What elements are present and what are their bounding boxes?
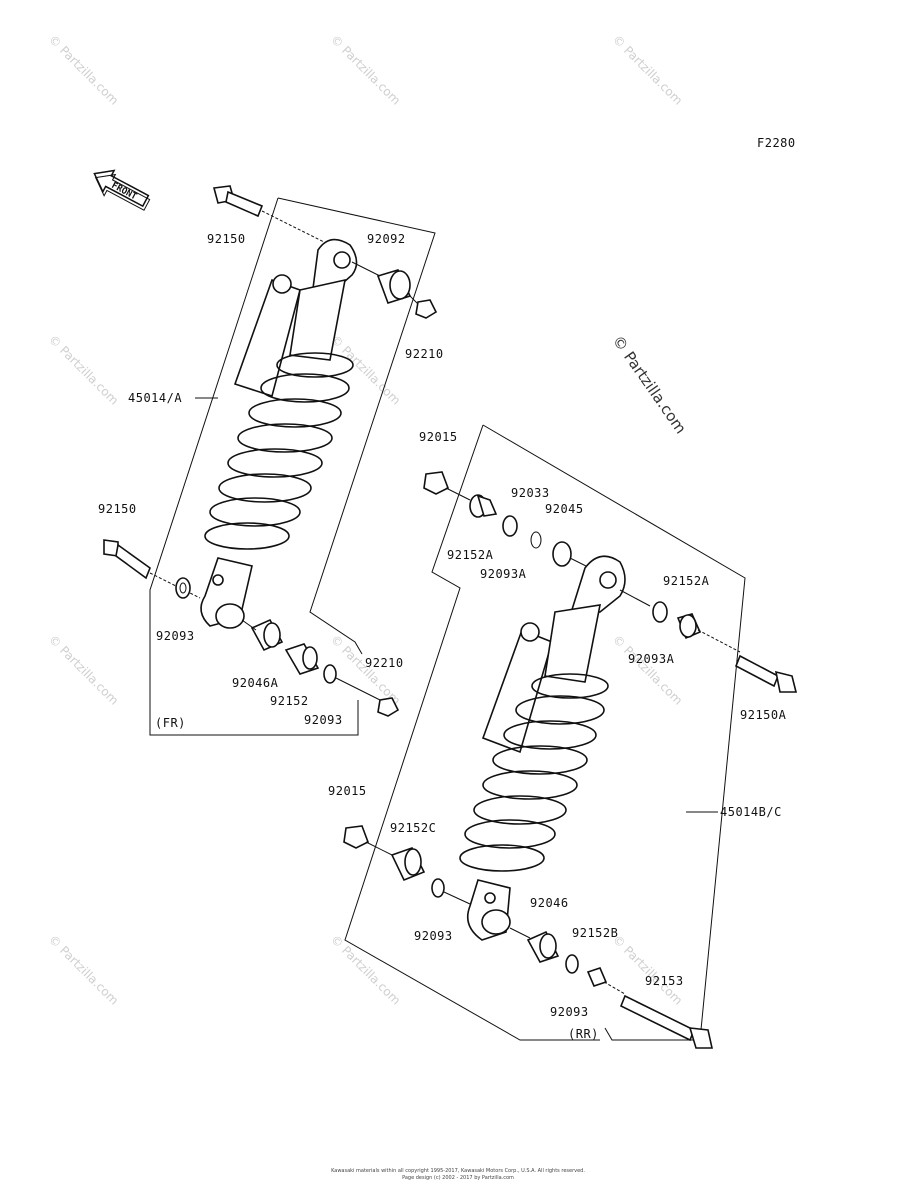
callout-92046: 92046 [530,896,569,910]
watermark-text: © Partzilla.com [46,332,121,407]
label-front: (FR) [155,716,186,730]
callout-92092: 92092 [367,232,406,246]
callout-92152: 92152 [270,694,309,708]
rear-spring [459,673,609,872]
front-arrow-icon: FRONT [93,169,151,211]
watermark-text: © Partzilla.com [610,32,685,107]
watermark-text: © Partzilla.com [610,632,685,707]
callout-92150A: 92150A [740,708,787,722]
callout-92152B: 92152B [572,926,618,940]
bolt-92150A [734,654,798,693]
callout-92045: 92045 [545,502,584,516]
watermark-main: © Partzilla.com [609,332,690,437]
callout-92210: 92210 [365,656,404,670]
footer-design: Page design (c) 2002 - 2017 by Partzilla… [402,1175,514,1181]
watermark-text: © Partzilla.com [610,932,685,1007]
callout-45014A: 45014/A [128,391,182,405]
callout-92093: 92093 [304,713,343,727]
washer-92093-rr2 [565,954,579,974]
watermark-text: © Partzilla.com [328,932,403,1007]
washer-92093A-left [502,515,518,537]
watermarks: © Partzilla.com © Partzilla.com © Partzi… [46,32,690,1007]
collar-92152A-right [676,613,741,653]
sleeve-92092 [351,261,412,304]
bearing-92046 [509,927,560,963]
collar-92152A-left [469,494,498,518]
washer-92093-fr [323,664,381,701]
bolt-92150-top [212,185,331,246]
collar-92152C [390,847,426,882]
callout-92152A: 92152A [663,574,710,588]
nut-92210-top [409,295,438,319]
bracket-line [344,424,600,1041]
watermark-text: © Partzilla.com [46,932,121,1007]
nut-92015-top [423,471,471,501]
label-rear: (RR) [568,1027,599,1041]
callout-92152C: 92152C [390,821,436,835]
callout-92046A: 92046A [232,676,279,690]
callout-92150: 92150 [207,232,246,246]
callout-92210: 92210 [405,347,444,361]
watermark-text: © Partzilla.com [46,32,121,107]
callout-92093: 92093 [156,629,195,643]
callout-92093A: 92093A [628,652,675,666]
callout-92150: 92150 [98,502,137,516]
bearing-92046A [241,618,284,652]
washer-92093-left [175,577,191,599]
callout-92152A: 92152A [447,548,494,562]
front-spring [204,352,354,550]
callout-92033: 92033 [511,486,550,500]
callout-92015: 92015 [419,430,458,444]
bolt-92150-mid [103,539,201,599]
watermark-text: © Partzilla.com [46,632,121,707]
callout-92093: 92093 [550,1005,589,1019]
watermark-text: © Partzilla.com [328,32,403,107]
ring-92033 [530,531,542,549]
nut-92015-bottom [343,825,399,859]
front-shock-body [200,238,358,629]
callout-92093A: 92093A [480,567,527,581]
callout-92015: 92015 [328,784,367,798]
nut-92210-bottom [377,697,400,717]
collar-92152B [586,967,626,995]
rear-shock-body [459,555,626,941]
front-shock-group: 92150 92092 92210 45014/A 92150 92093 92… [98,185,444,736]
footer-copyright: Kawasaki materials within all copyright … [331,1168,585,1174]
bearing-92045 [552,541,587,567]
rear-shock-group: 92015 92033 92045 92152A 92093A 92152A 9… [328,424,798,1049]
washer-92093-rr1 [431,878,471,905]
callout-92093: 92093 [414,929,453,943]
bracket-line [149,197,359,736]
collar-92152 [284,643,320,675]
bracket-line [277,197,436,655]
washer-92093A-right [619,589,668,623]
callout-45014BC: 45014B/C [720,805,782,819]
figure-code: F2280 [757,136,796,150]
callout-92153: 92153 [645,974,684,988]
bolt-92153 [619,994,713,1049]
